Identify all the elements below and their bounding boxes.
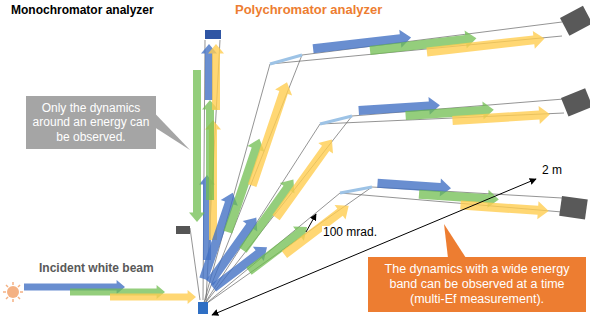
callout-text: The dynamics with a wide energy band can…	[374, 262, 580, 307]
distance-label: 2 m	[541, 164, 563, 178]
angle-label: 100 mrad.	[322, 226, 378, 240]
beam-arrow	[224, 139, 265, 234]
callout-text: Only the dynamics around an energy can b…	[32, 101, 150, 144]
mono-monitor	[176, 226, 190, 234]
beam-arrow	[110, 290, 196, 304]
beam-arrow	[202, 100, 218, 200]
beam-label: Incident white beam	[38, 262, 155, 276]
beam-arrow	[189, 70, 205, 222]
beam-arrow	[208, 44, 224, 110]
poly-detectors	[559, 6, 590, 220]
sample	[198, 302, 208, 314]
callout-pointers	[155, 114, 466, 258]
beam-edge-line	[190, 228, 200, 300]
analyzer-title: Monochromator analyzer	[10, 4, 155, 18]
beam-arrow	[272, 140, 333, 221]
beam-arrow	[248, 82, 292, 187]
beam-edge-line	[203, 40, 205, 300]
angle-arrow	[306, 214, 316, 232]
beam-arrow	[452, 106, 550, 125]
analyzer-crystals	[270, 55, 372, 193]
callout-box: The dynamics with a wide energy band can…	[368, 257, 586, 312]
beam-arrow	[426, 31, 544, 57]
white-source	[3, 282, 23, 302]
callout-pointer	[444, 224, 466, 258]
beam-arrow	[460, 201, 549, 220]
mono-detector	[205, 30, 221, 39]
callout-pointer	[155, 114, 190, 150]
beam-arrow	[246, 227, 307, 275]
callout-box: Only the dynamics around an energy can b…	[26, 96, 156, 149]
analyzer-title: Polychromator analyzer	[234, 3, 383, 18]
